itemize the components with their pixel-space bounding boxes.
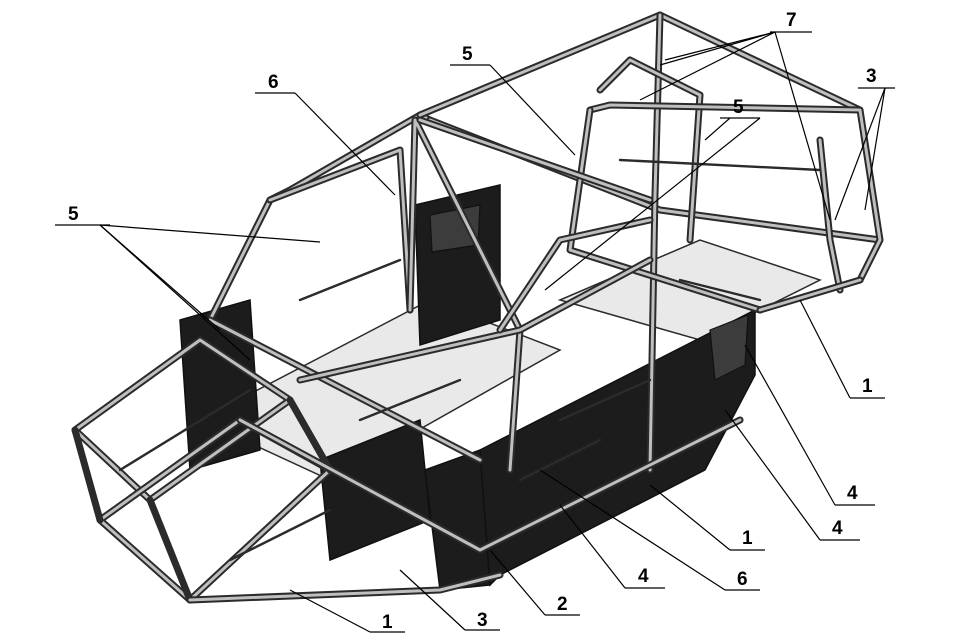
label-1-right: 1 [862, 376, 873, 397]
rear-panel-cutout [709, 314, 749, 381]
label-1-bottom-right: 1 [742, 528, 753, 549]
cabin-floor [198, 299, 562, 481]
tube-frame [71, 11, 884, 604]
windshield-top-tube [206, 111, 434, 324]
label-2-bottom: 2 [557, 594, 568, 615]
label-4-bottom: 4 [638, 566, 649, 587]
label-3-bottom: 3 [477, 610, 488, 631]
detail-lines [118, 158, 822, 562]
callout-labels: 7 5 6 3 5 5 1 4 4 1 6 4 2 3 1 [68, 10, 877, 633]
label-5-left: 5 [68, 204, 79, 225]
label-5-mid-right: 5 [733, 97, 744, 118]
label-4-right-lower: 4 [832, 518, 843, 539]
leader-lines [55, 31, 895, 633]
label-1-bottom-left: 1 [382, 612, 393, 633]
label-6-top: 6 [268, 72, 279, 93]
label-5-top: 5 [462, 44, 473, 65]
label-7-top: 7 [786, 10, 797, 31]
front-door-panel [424, 448, 491, 591]
label-4-right-upper: 4 [847, 483, 858, 504]
label-3-top-right: 3 [866, 66, 877, 87]
label-6-bottom: 6 [737, 569, 748, 590]
